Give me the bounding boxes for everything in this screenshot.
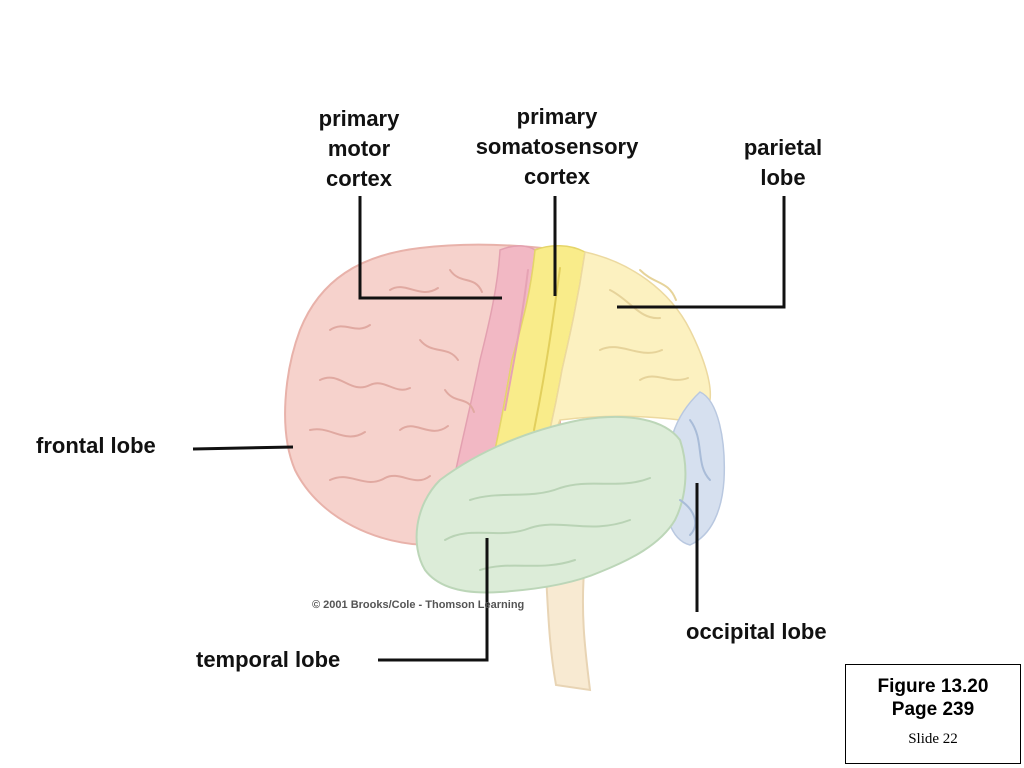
- brainstem: [543, 559, 592, 692]
- leader-line-motor: [358, 196, 502, 300]
- leader-line-parietal: [617, 196, 786, 309]
- leader-lines: [192, 196, 786, 662]
- label-frontal-lobe: frontal lobe: [36, 433, 156, 458]
- leader-line-temporal: [378, 538, 489, 662]
- temporal-lobe-region: [415, 415, 687, 594]
- slide-number: Slide 22: [908, 731, 958, 747]
- figure-number: Figure 13.20: [877, 676, 989, 697]
- leader-line-frontal: [192, 445, 294, 451]
- label-occipital-lobe: occipital lobe: [686, 619, 827, 644]
- figure-reference-box: Figure 13.20 Page 239 Slide 22: [845, 664, 1021, 764]
- label-temporal-lobe: temporal lobe: [196, 647, 341, 672]
- label-parietal-lobe: parietal lobe: [743, 135, 823, 190]
- copyright-notice: © 2001 Brooks/Cole - Thomson Learning: [312, 599, 525, 611]
- page-number: Page 239: [891, 699, 975, 720]
- label-primary-somatosensory-cortex: primary somatosensory cortex: [475, 104, 639, 189]
- label-primary-motor-cortex: primary motor cortex: [318, 106, 400, 191]
